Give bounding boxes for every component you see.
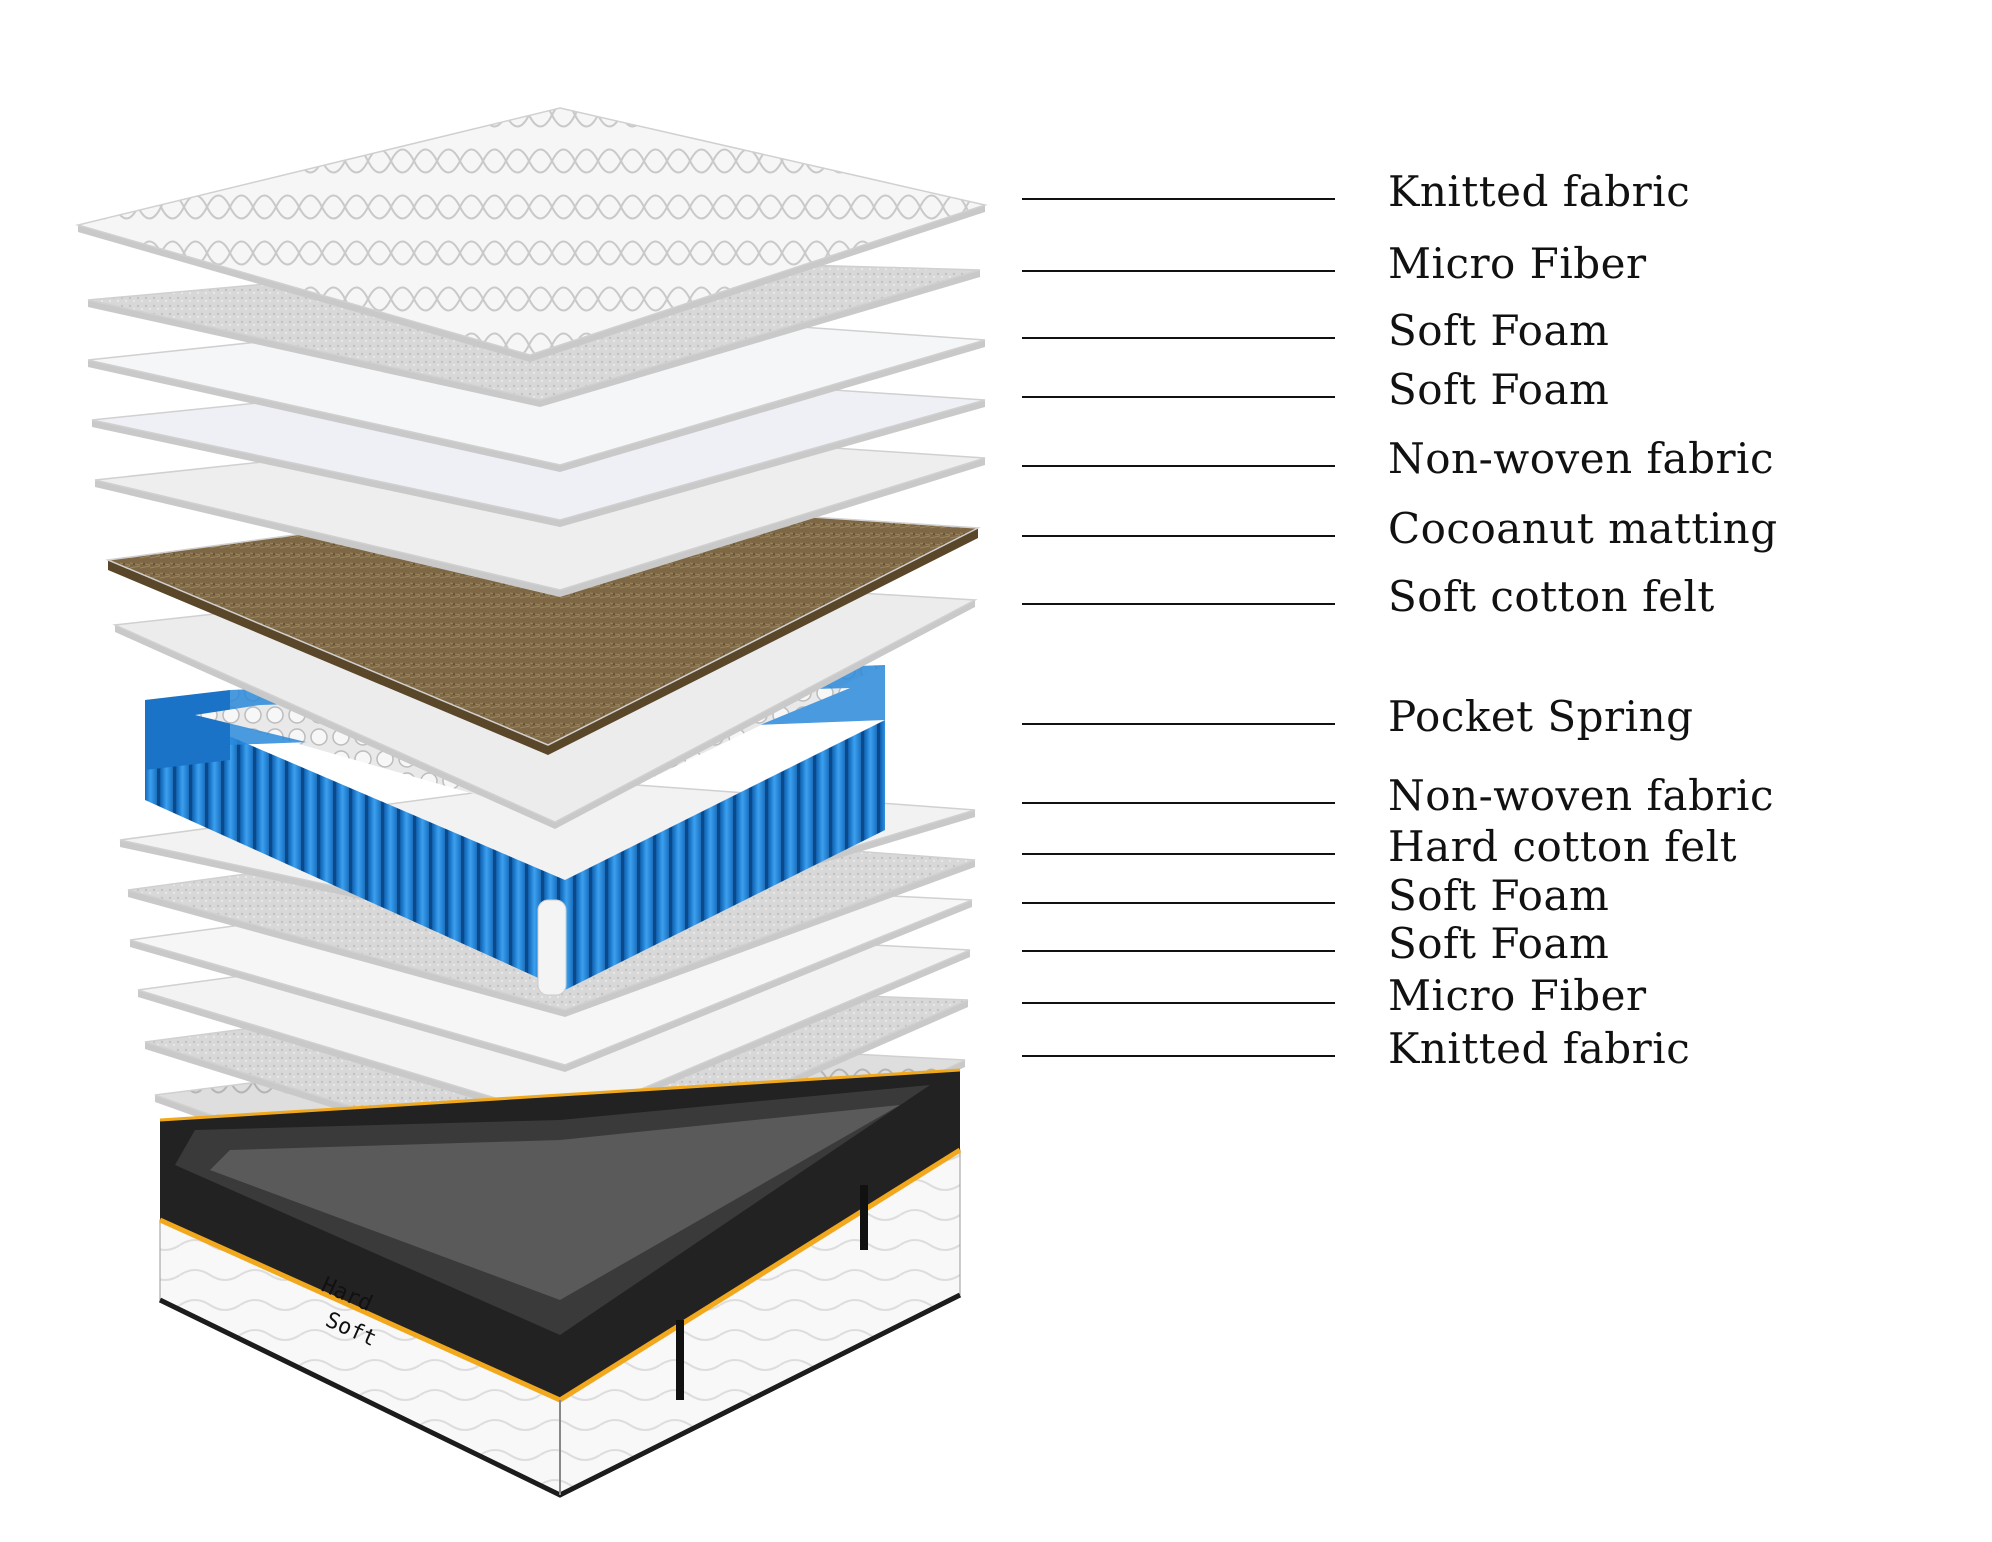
layer-sheet-6: [105, 499, 981, 755]
layer-sheet-1: [75, 107, 988, 362]
